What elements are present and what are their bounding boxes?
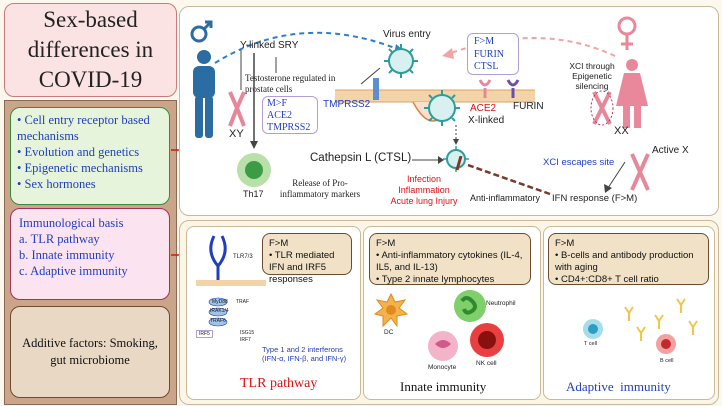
cathepsin-label: Cathepsin L (CTSL) <box>310 152 412 164</box>
xci-escapes-label: XCI escapes site <box>543 157 615 168</box>
tlr-receptor-label: TLR7/3 <box>233 254 253 260</box>
virus-icon <box>443 146 469 172</box>
sry-connector <box>240 50 277 149</box>
xci-to-ifn-arrow <box>604 161 626 193</box>
immunological-box: Immunological basis a. TLR pathway b. In… <box>10 208 170 300</box>
female-symbol-icon <box>617 16 637 50</box>
tlr-fm-line: F>M <box>269 238 289 249</box>
antibodies-icon <box>624 298 698 341</box>
dendritic-cell-icon <box>373 292 409 328</box>
b-cell-label: B cell <box>660 358 674 364</box>
furin-receptor-icon <box>506 79 520 98</box>
xy-label: XY <box>229 128 244 140</box>
y-linked-label: Y-linked SRY <box>240 40 299 51</box>
dc-label: DC <box>384 329 394 336</box>
male-box-line: ACE2 <box>267 110 292 121</box>
mechanisms-box: • Cell entry receptor based mechanisms •… <box>10 107 170 205</box>
innate-fm-line: F>M <box>376 238 396 249</box>
ace2-label: ACE2 <box>470 103 497 114</box>
irf5-label: IRF5 <box>196 330 213 338</box>
mechanism-item: • Epigenetic mechanisms <box>17 161 143 175</box>
infection-label: Infection Inflammation Acute lung Injury <box>383 174 465 207</box>
mechanism-item: • Sex hormones <box>17 177 96 191</box>
ifn-response-label: IFN response (F>M) <box>552 193 638 204</box>
innate-fm-box: F>M • Anti-inflammatory cytokines (IL-4,… <box>369 233 531 285</box>
virus-release-arrow <box>453 125 459 145</box>
virus-entry-label: Virus entry <box>383 29 431 40</box>
tlr-fm-line: • TLR mediated IFN and IRF5 responses <box>269 250 335 285</box>
tlr-fm-box: F>M • TLR mediated IFN and IRF5 response… <box>262 233 352 285</box>
xx-label: XX <box>614 125 629 137</box>
virus-icon <box>424 90 460 126</box>
xx-chromosome-icon <box>590 90 614 126</box>
mechanism-item: • Cell entry receptor based mechanisms <box>17 113 150 143</box>
innate-immunity-label: Innate immunity <box>400 379 487 394</box>
th17-label: Th17 <box>243 189 264 199</box>
immunological-item: c. Adaptive immunity <box>19 264 128 278</box>
release-label: Release of Pro-inflammatory markers <box>279 178 361 199</box>
isg15-label: ISG15 <box>240 330 255 336</box>
tmprss2-receptor-icon <box>373 78 379 100</box>
immunological-heading: Immunological basis <box>19 216 124 230</box>
male-box-line: M>F <box>267 98 288 109</box>
infection-line: Infection <box>406 174 442 184</box>
infection-line: Inflammation <box>398 185 450 195</box>
b-cell-icon <box>656 334 676 354</box>
interferons-label: Type 1 and 2 interferons (IFN-α, IFN-β, … <box>262 345 347 363</box>
female-box-line: CTSL <box>474 61 499 72</box>
neutrophil-label: Neutrophil <box>486 300 516 307</box>
active-x-chromosome-icon <box>630 153 650 191</box>
x-linked-label: X-linked <box>468 115 505 126</box>
additive-factors-box: Additive factors: Smoking, gut microbiom… <box>10 306 170 398</box>
innate-fm-line: • Anti-inflammatory cytokines (IL-4, IL5… <box>376 250 523 273</box>
nk-cell-label: NK cell <box>476 360 497 367</box>
active-x-label: Active X <box>652 145 689 156</box>
testosterone-label: Testosterone regulated in prostate cells <box>245 73 336 94</box>
immunological-item: b. Innate immunity <box>19 248 115 262</box>
traf6-label: TRAF6 <box>210 318 226 324</box>
furin-label: FURIN <box>513 101 544 112</box>
t-cell-icon <box>583 319 603 339</box>
adaptive-immunity-label: Adaptive immunity <box>566 379 671 394</box>
monocyte-icon <box>428 331 458 361</box>
ace2-receptor-icon <box>478 79 492 98</box>
innate-fm-line: • Type 2 innate lymphocytes <box>376 274 495 285</box>
xy-chromosome-icon <box>228 91 246 127</box>
adaptive-fm-line: F>M <box>555 238 575 249</box>
tlr-pathway-label: TLR pathway <box>240 376 318 391</box>
cathepsin-arrow <box>412 156 444 164</box>
page-title: Sex-based differences in COVID-19 <box>4 3 177 97</box>
tmprss2-arrow <box>360 67 381 85</box>
female-box-line: FURIN <box>474 48 505 60</box>
male-figure <box>190 20 215 138</box>
irak-label: IRAK1/4 <box>210 308 229 314</box>
adaptive-fm-line: • B-cells and antibody production with a… <box>555 250 694 273</box>
xci-silencing-label: XCI through Epigenetic silencing <box>569 61 615 91</box>
male-box-line: TMPRSS2 <box>267 122 311 133</box>
neutrophil-icon <box>454 290 486 322</box>
virus-icon <box>384 44 418 78</box>
th17-cell-icon <box>237 153 271 187</box>
myd88-label: MyD88 <box>212 299 228 305</box>
t-cell-label: T cell <box>584 341 598 347</box>
adaptive-fm-box: F>M • B-cells and antibody production wi… <box>548 233 709 285</box>
infection-line: Acute lung Injury <box>390 196 458 206</box>
female-box-line: F>M <box>474 36 495 47</box>
male-receptor-box: M>F ACE2 TMPRSS2 <box>262 96 318 134</box>
female-receptor-box: F>M FURIN CTSL <box>467 33 519 75</box>
monocyte-label: Monocyte <box>428 364 457 371</box>
nk-cell-icon <box>470 323 504 357</box>
anti-inflammatory-label: Anti-inflammatory <box>470 193 541 203</box>
irf7-label: IRF7 <box>240 337 251 343</box>
traf-label: TRAF <box>236 299 250 305</box>
adaptive-fm-line: • CD4+:CD8+ T cell ratio <box>555 274 659 285</box>
immunological-item: a. TLR pathway <box>19 232 100 246</box>
ifn-inhibition-line <box>455 156 551 196</box>
tlr-receptor-diagram <box>196 235 266 327</box>
female-figure <box>616 59 648 128</box>
mechanism-item: • Evolution and genetics <box>17 145 140 159</box>
tmprss2-label: TMPRSS2 <box>323 99 371 110</box>
